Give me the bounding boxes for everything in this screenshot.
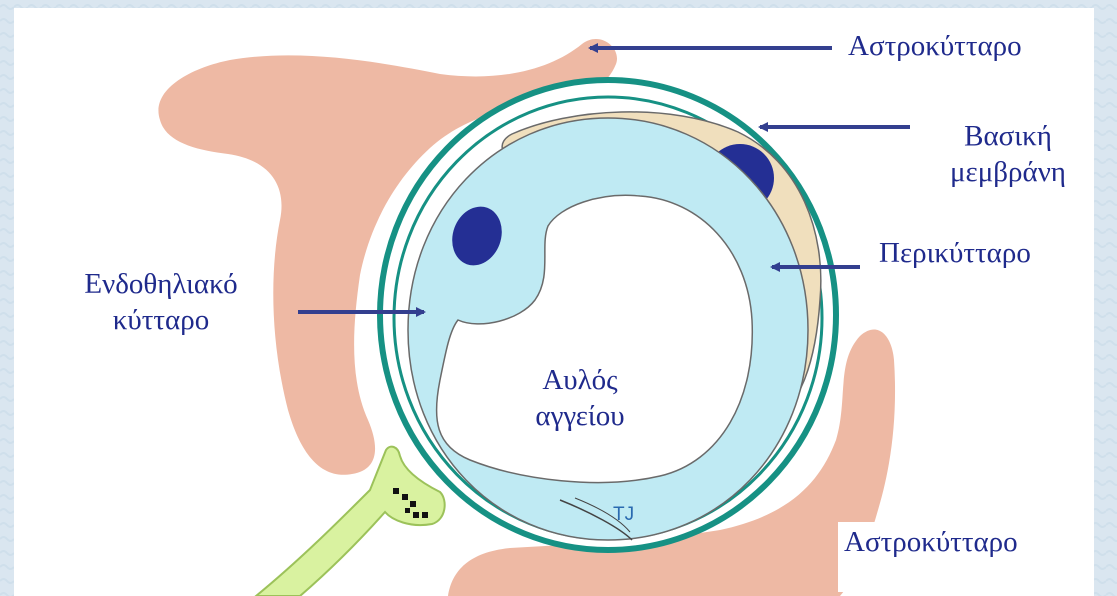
label-lumen-line2: αγγείου	[500, 398, 660, 434]
label-basement-membrane-line2: μεμβράνη	[918, 154, 1098, 190]
label-lumen-line1: Αυλός	[500, 362, 660, 398]
label-basement-membrane: Βασική μεμβράνη	[918, 118, 1098, 190]
label-astrocyte-bottom: Αστροκύτταρο	[838, 522, 1024, 592]
label-endothelial-line2: κύτταρο	[36, 302, 286, 338]
label-vessel-lumen: Αυλός αγγείου	[500, 362, 660, 434]
label-tight-junction: TJ	[613, 504, 634, 526]
label-pericyte: Περικύτταρο	[873, 235, 1037, 271]
label-basement-membrane-line1: Βασική	[918, 118, 1098, 154]
label-endothelial-line1: Ενδοθηλιακό	[36, 266, 286, 302]
label-endothelial-cell: Ενδοθηλιακό κύτταρο	[36, 266, 286, 338]
label-astrocyte-top: Αστροκύτταρο	[848, 28, 1022, 64]
